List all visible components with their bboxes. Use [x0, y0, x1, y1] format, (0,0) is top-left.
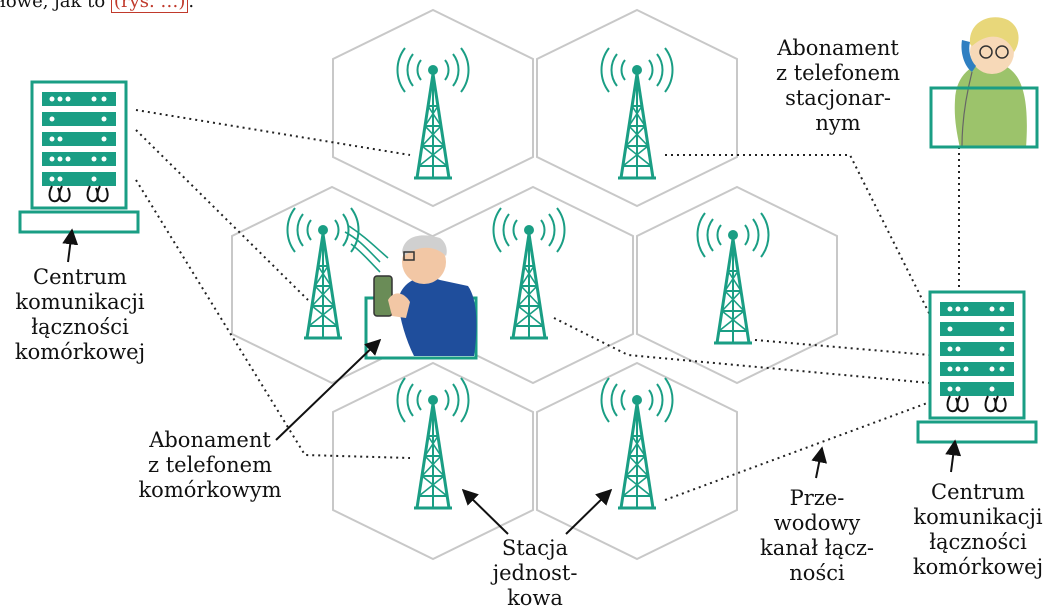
arrow-wired-channel	[811, 446, 828, 479]
server-rack-icon	[18, 80, 140, 234]
hex-cell	[432, 185, 634, 385]
link-line	[664, 401, 931, 501]
link-line	[135, 109, 411, 156]
label-base-station: Stacja jednost- kowa	[492, 536, 578, 610]
arrow-base-station-2	[565, 488, 613, 535]
label-center-left: Centrum komunikacji łączności komórkowej	[14, 265, 146, 364]
arrow-base-station-1	[461, 488, 509, 535]
cell-tower-icon	[285, 206, 361, 340]
hex-cell	[332, 361, 534, 561]
top-text-fragment: łowe, jak to (rys. …).	[0, 0, 194, 13]
hex-cell	[536, 361, 738, 561]
hex-cell	[536, 8, 738, 208]
link-line	[665, 154, 931, 316]
landline-subscriber-icon	[929, 17, 1039, 149]
figure-reference-link[interactable]: (rys. …)	[110, 0, 189, 13]
cell-tower-icon	[599, 46, 675, 180]
server-rack-icon	[916, 290, 1038, 444]
arrow-center-left	[62, 228, 79, 263]
label-landline-subscriber: Abonament z telefonem stacjonar- nym	[775, 36, 901, 135]
hex-cell	[332, 8, 534, 208]
hex-cell	[636, 185, 838, 385]
hex-cells	[231, 8, 838, 561]
label-wired-channel: Prze- wodowy kanał łącz- ności	[759, 486, 875, 585]
arrow-center-right	[945, 439, 962, 473]
cell-tower-icon	[695, 211, 771, 345]
label-mobile-subscriber: Abonament z telefonem komórkowym	[138, 428, 282, 502]
cell-tower-icon	[395, 46, 471, 180]
cell-tower-icon	[599, 376, 675, 510]
arrow-mobile-subscriber	[275, 338, 382, 441]
wired-links	[135, 109, 960, 501]
link-line	[135, 129, 309, 301]
cell-tower-icon	[395, 376, 471, 510]
pointer-arrows	[62, 228, 962, 535]
link-line	[754, 339, 931, 356]
mobile-subscriber-icon	[364, 235, 478, 360]
label-center-right: Centrum komunikacji łączności komórkowej	[912, 480, 1044, 579]
radio-waves	[344, 225, 389, 273]
